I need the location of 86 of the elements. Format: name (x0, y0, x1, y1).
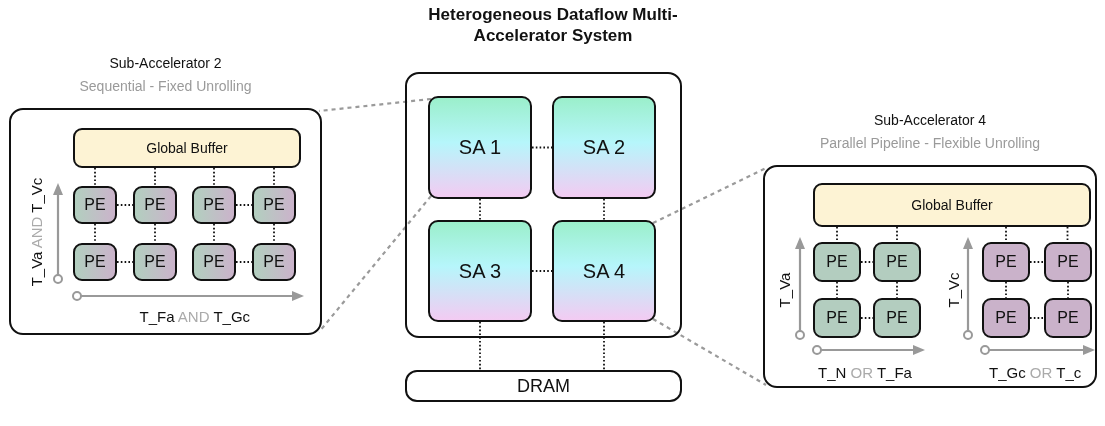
dotted-connector (896, 226, 898, 243)
dotted-connector (1029, 261, 1045, 263)
node-label: PE (886, 309, 908, 327)
node-label: PE (144, 253, 166, 271)
processing-element (73, 243, 117, 281)
dotted-connector (213, 223, 215, 244)
node-label: DRAM (517, 375, 570, 397)
dotted-connector (603, 321, 605, 371)
processing-element (873, 298, 921, 338)
sub-accelerator-box (552, 96, 656, 199)
panel-subheading: Parallel Pipeline - Flexible Unrolling (818, 134, 1042, 152)
memory-box (405, 370, 682, 402)
node-label: Global Buffer (911, 197, 993, 213)
dotted-connector (154, 167, 156, 187)
node-label: SA 2 (582, 136, 626, 159)
node-label: SA 4 (582, 259, 626, 283)
node-label: PE (203, 253, 225, 271)
dotted-connector (94, 167, 96, 187)
dotted-connector (213, 167, 215, 187)
buffer-box (813, 183, 1091, 227)
system-box (405, 72, 682, 338)
processing-element (73, 186, 117, 224)
dotted-connector (1029, 317, 1045, 319)
zoom-guide-line (318, 195, 432, 333)
processing-element (252, 186, 296, 224)
node-label: SA 3 (458, 259, 502, 283)
dotted-connector (479, 321, 481, 371)
dotted-connector (1005, 281, 1007, 299)
axis-label: T_Va (775, 272, 794, 308)
processing-element (133, 243, 177, 281)
processing-element (813, 298, 861, 338)
node-label: PE (263, 253, 285, 271)
axis-label: T_Va AND T_Vc (27, 177, 46, 287)
axis-label: T_Fa AND T_Gc (139, 308, 251, 326)
dotted-connector (1005, 226, 1007, 243)
node-label: PE (995, 253, 1017, 271)
node-label: PE (144, 196, 166, 214)
panel-heading: Sub-Accelerator 4 (872, 111, 988, 129)
axis-label: T_N OR T_Fa (818, 364, 912, 382)
processing-element (252, 243, 296, 281)
dotted-connector (94, 223, 96, 244)
processing-element (1044, 298, 1092, 338)
sub-accelerator-box (552, 220, 656, 322)
dotted-connector (154, 223, 156, 244)
dotted-connector (603, 198, 605, 221)
buffer-box (73, 128, 301, 168)
dotted-connector (836, 226, 838, 243)
node-label: PE (826, 253, 848, 271)
node-label: PE (84, 253, 106, 271)
node-label: PE (84, 196, 106, 214)
panel-subheading: Sequential - Fixed Unrolling (78, 77, 253, 95)
node-label: PE (995, 309, 1017, 327)
node-label: PE (263, 196, 285, 214)
processing-element (982, 298, 1030, 338)
dotted-connector (479, 198, 481, 221)
processing-element (982, 242, 1030, 282)
processing-element (1044, 242, 1092, 282)
node-label: Global Buffer (146, 140, 228, 156)
panel-heading: Sub-Accelerator 2 (108, 54, 223, 72)
dotted-connector (273, 223, 275, 244)
node-label: PE (826, 309, 848, 327)
sub-accelerator-box (428, 96, 532, 199)
processing-element (873, 242, 921, 282)
dotted-connector (1066, 226, 1069, 243)
axis-label: T_Vc (944, 272, 962, 308)
dotted-connector (273, 167, 275, 187)
dotted-connector (860, 261, 874, 263)
processing-element (192, 243, 236, 281)
dotted-connector (836, 281, 838, 299)
node-label: PE (1057, 309, 1079, 327)
sub-accelerator-box (428, 220, 532, 322)
node-label: SA 1 (458, 136, 502, 159)
processing-element (133, 186, 177, 224)
zoom-guide-line (652, 318, 767, 386)
diagram-title: Heterogeneous Dataflow Multi-Accelerator System (427, 4, 679, 46)
zoom-guide-line (652, 167, 767, 224)
processing-element (192, 186, 236, 224)
dotted-connector (896, 281, 898, 299)
processing-element (813, 242, 861, 282)
node-label: PE (1057, 253, 1079, 271)
dotted-connector (860, 317, 874, 319)
axis-label: T_Gc OR T_c (989, 364, 1082, 382)
dotted-connector (1067, 281, 1069, 299)
zoom-guide-line (318, 97, 432, 113)
node-label: PE (886, 253, 908, 271)
node-label: PE (203, 196, 225, 214)
